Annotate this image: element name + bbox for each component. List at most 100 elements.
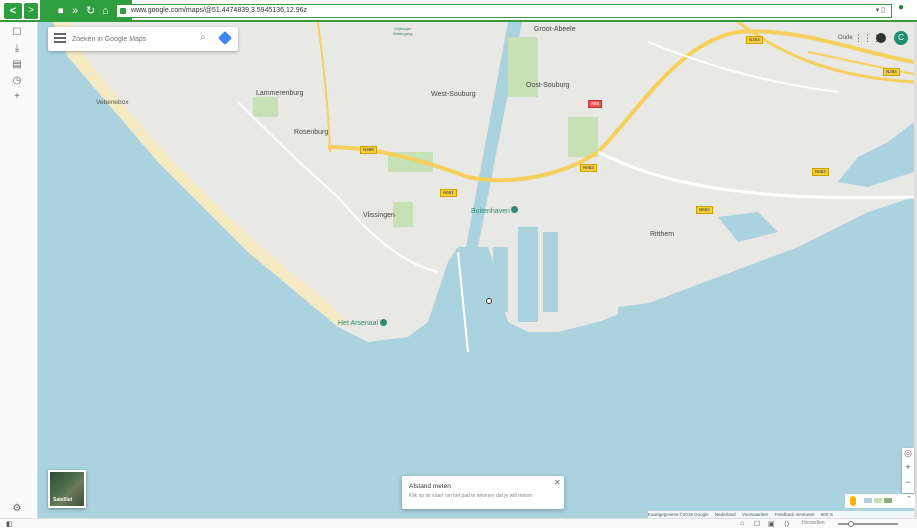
panel-toggle-icon[interactable]: ◧ (6, 521, 13, 528)
label-rosenburg: Rosenburg (294, 129, 329, 136)
attribution-feedback[interactable]: Feedback versturen (774, 512, 815, 517)
map-attribution: Kaartgegevens ©2018 Google Nederland Voo… (648, 511, 914, 519)
beach-area (53, 22, 348, 327)
pier (457, 251, 469, 353)
url-text: www.google.com/maps/@51.4474839,3.594513… (131, 7, 308, 14)
label-groot-abeele: Groot-Abeele (534, 26, 576, 33)
scale-bar[interactable]: 500 m (820, 512, 834, 517)
attribution-terms[interactable]: Voorwaarden (741, 512, 769, 517)
history-icon[interactable]: ◷ (12, 75, 22, 86)
satellite-toggle-button[interactable]: Satelliet (48, 470, 86, 508)
home-icon[interactable]: ⌂ (102, 5, 109, 17)
back-arrow-icon[interactable]: < (4, 3, 22, 19)
park-area (393, 202, 413, 227)
search-icon[interactable]: ⌕ (200, 32, 206, 43)
attribution-country[interactable]: Nederland (714, 512, 736, 517)
harbor-basin (518, 227, 538, 322)
search-box: ⌕ (48, 27, 238, 51)
avatar[interactable]: C (894, 31, 908, 45)
road-n254-east (807, 51, 914, 75)
notifications-icon[interactable] (876, 33, 886, 43)
skip-icon[interactable]: » (72, 5, 79, 17)
label-vlissingen: Vlissingen (363, 212, 395, 219)
browser-toolbar: < > ⏹ » ↻ ⌂ www.google.com/maps/@51.4474… (0, 0, 917, 22)
label-oost-souburg: Oost-Souburg (526, 82, 570, 89)
add-panel-icon[interactable]: + (14, 91, 20, 102)
label-west-souburg: West-Souburg (431, 91, 476, 98)
road-shield: N254 (746, 36, 763, 44)
road-shield: N662 (580, 164, 597, 172)
extension-icon[interactable]: ● (898, 2, 905, 13)
download-icon[interactable]: ⤓ (14, 43, 20, 54)
map-canvas[interactable]: Groot-Abeele Vrijburger Watergang Lammer… (38, 22, 914, 518)
window-icon[interactable]: ☐ (754, 521, 761, 528)
sea-area (38, 22, 914, 518)
road-north-south (317, 22, 331, 153)
road-n254 (737, 22, 914, 84)
page-zoom-slider[interactable] (838, 521, 898, 527)
road-shield: N288 (360, 146, 377, 154)
stop-icon[interactable]: ⏹ (58, 5, 64, 17)
map-drawing (38, 22, 914, 518)
camera-icon[interactable]: ⌂ (740, 520, 745, 527)
search-input[interactable] (72, 31, 192, 47)
bookmark-icon[interactable]: ☐ (12, 27, 22, 38)
hamburger-menu-icon[interactable] (54, 33, 66, 43)
zoom-out-button[interactable]: − (905, 477, 911, 487)
my-location-icon[interactable]: ◎ (904, 448, 912, 458)
park-area (253, 97, 278, 117)
image-icon[interactable]: ▣ (768, 521, 775, 528)
road-shield: N662 (812, 168, 829, 176)
attribution-data: Kaartgegevens ©2018 Google (648, 512, 709, 517)
zoom-reset-text[interactable]: Herstellen (802, 520, 825, 526)
app-sidebar: ☐ ⤓ ▤ ◷ + ⚙ (0, 22, 38, 528)
settings-gear-icon[interactable]: ⚙ (12, 503, 22, 514)
code-icon[interactable]: ⟨⟩ (784, 521, 790, 528)
label-vrijburger: Vrijburger Watergang (393, 26, 413, 36)
layer-chip-icon[interactable] (874, 498, 882, 503)
label-oude: Oude (838, 35, 853, 41)
park-area (508, 37, 538, 97)
harbor-basin (493, 247, 508, 312)
layer-chip-icon[interactable] (864, 498, 872, 503)
road-shield: N661 (440, 189, 457, 197)
reload-icon[interactable]: ↻ (86, 5, 96, 17)
satellite-label: Satelliet (53, 497, 73, 503)
zoom-controls: ◎ + − (902, 448, 914, 493)
label-buitenhaven: Buitenhaven (471, 208, 510, 215)
close-icon[interactable]: ✕ (554, 478, 561, 487)
road-shield: A58 (588, 100, 603, 108)
road-shield: N254 (883, 68, 900, 76)
label-het-arsenaal: Het Arsenaal (338, 320, 379, 327)
measure-title: Afstand meten (409, 483, 451, 490)
lock-icon (120, 8, 126, 14)
browser-status-bar: ◧ ⌂ ☐ ▣ ⟨⟩ Herstellen (0, 518, 917, 528)
zoom-in-button[interactable]: + (905, 462, 911, 472)
measure-point-icon[interactable] (486, 298, 492, 304)
measure-distance-card: Afstand meten Klik op de kaart om het pa… (402, 476, 564, 509)
motorway-a58 (327, 29, 914, 183)
apps-grid-icon[interactable]: ⋮⋮⋮ (854, 33, 881, 43)
road-north (647, 41, 839, 93)
city-road (237, 101, 439, 273)
forward-arrow-icon[interactable]: > (24, 3, 38, 19)
url-dropdown-icon[interactable]: ▾ ▯ (875, 7, 885, 14)
layer-chip-icon[interactable] (884, 498, 892, 503)
browser-nav-group: ⏹ » ↻ ⌂ (40, 0, 132, 22)
slider-handle[interactable] (848, 521, 854, 527)
address-bar[interactable]: www.google.com/maps/@51.4474839,3.594513… (116, 4, 892, 18)
water-east (838, 122, 914, 187)
map-pin-icon[interactable] (380, 319, 387, 326)
map-pin-icon[interactable] (511, 206, 518, 213)
window-edge (914, 22, 917, 528)
directions-icon[interactable] (217, 30, 233, 46)
road-n662 (597, 150, 914, 200)
measure-subtitle: Klik op de kaart om het pad te tekenen d… (409, 493, 533, 499)
notes-icon[interactable]: ▤ (12, 59, 22, 70)
expand-chevron-icon[interactable]: ⌃ (906, 496, 912, 503)
harbor-basin (543, 232, 558, 312)
label-lammerenburg: Lammerenburg (256, 90, 304, 97)
park-area (568, 117, 598, 157)
pegman-icon[interactable] (850, 496, 856, 506)
